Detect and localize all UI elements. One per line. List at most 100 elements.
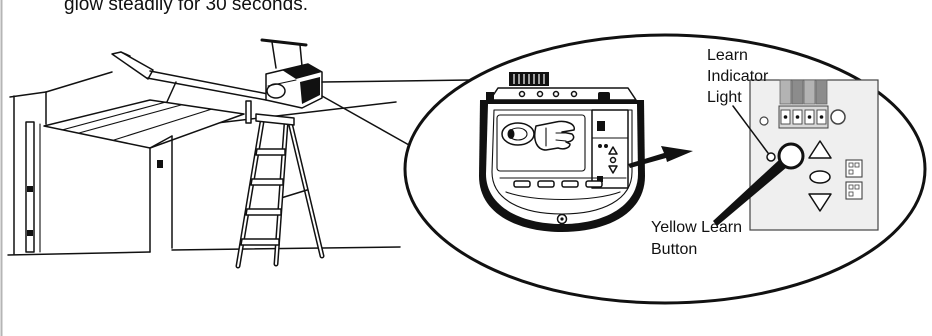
hand-finger-lines [545, 127, 567, 147]
ladder-step [250, 178, 284, 186]
control-panel-small [591, 109, 629, 189]
screw-hole [570, 90, 578, 98]
screw-hole [518, 90, 526, 98]
housing-side [300, 77, 320, 104]
vent-ridge [509, 72, 549, 86]
right-door-jamb [149, 135, 173, 253]
housing-seam [267, 79, 297, 87]
jamb-top [149, 135, 173, 149]
ladder-top-cap [255, 113, 295, 126]
pointing-hand-icon [534, 120, 575, 151]
right-arrow-icon [628, 146, 693, 168]
terminal-dot [807, 115, 812, 119]
bottom-tab [537, 180, 555, 188]
door-panel-joint [61, 101, 167, 131]
mount-strap [271, 41, 277, 69]
door-arm [165, 81, 177, 105]
learn-indicator-light-label: Learn Indicator Light [707, 47, 769, 154]
terminal-divider [815, 79, 828, 105]
yellow-learn-button-label: Yellow Learn Button [651, 160, 787, 258]
label-line: Learn [707, 47, 748, 64]
terminal-divider [803, 79, 816, 105]
stepladder [235, 113, 325, 269]
ladder-step [240, 238, 280, 246]
small-down-triangle-icon [608, 165, 618, 174]
light-bay [496, 114, 586, 172]
label-line: Yellow Learn [651, 219, 742, 236]
terminal-strip [778, 105, 829, 129]
learn-button-panel [749, 79, 879, 231]
panel-chip [597, 121, 605, 131]
terminal-dot [819, 115, 824, 119]
bracket-lip [120, 51, 131, 57]
instruction-text: glow steadily for 30 seconds. [64, 0, 308, 15]
panel-connector [597, 176, 603, 182]
connector-pin [854, 184, 860, 190]
indicator-leader-line [732, 105, 769, 154]
small-learn-button [609, 156, 617, 164]
rail-bottom-edge [146, 77, 267, 101]
floor-line-right [171, 246, 401, 251]
release-handle [245, 100, 252, 124]
small-up-triangle-icon [608, 146, 618, 155]
door-panels [43, 99, 245, 149]
connector-pin [848, 169, 854, 175]
top-tab-left [486, 92, 494, 102]
connector-lower [845, 181, 863, 200]
label-line: Button [651, 241, 697, 258]
terminal-divider [779, 79, 792, 105]
button-leader-wedge [713, 160, 787, 226]
header-bracket [111, 51, 154, 80]
bottom-tab [585, 180, 603, 188]
down-triangle-icon [808, 193, 832, 212]
housing-bottom-row [499, 177, 627, 225]
left-door-frame [7, 91, 151, 256]
callout-line-upper [321, 79, 471, 83]
terminal-dot [783, 115, 788, 119]
ladder-spreader [280, 189, 308, 199]
ceiling-mount [260, 38, 308, 47]
top-tab-right [598, 92, 610, 101]
mount-strap [299, 44, 303, 67]
track-bracket [27, 230, 33, 236]
callout-line-lower [321, 95, 410, 146]
yellow-learn-button [777, 142, 805, 170]
terminal-block [778, 79, 829, 129]
panel-led [598, 144, 602, 148]
socket-contact [507, 129, 515, 139]
ladder-step [255, 148, 286, 156]
track-bracket [27, 186, 33, 192]
light-socket [501, 122, 535, 146]
opener-rail [146, 70, 269, 105]
floor-line [7, 251, 151, 256]
learn-indicator-light [766, 152, 776, 162]
connector-pin [848, 191, 854, 197]
connector-housing [845, 181, 863, 200]
ridge-lines [513, 74, 545, 84]
connector-housing [845, 159, 863, 178]
ceiling-lines [45, 71, 401, 251]
door-header [9, 91, 47, 98]
ceiling-edge [45, 71, 113, 93]
mounting-hole-small [759, 116, 769, 126]
label-line: Light [707, 89, 742, 106]
ladder-step [245, 208, 282, 216]
garage-door-open [43, 99, 245, 149]
opener-underside-view [479, 72, 645, 232]
label-line: Indicator [707, 68, 769, 85]
light-compartment [496, 114, 586, 172]
screw-hole [536, 90, 544, 98]
bottom-tab [513, 180, 531, 188]
panel-led [604, 144, 608, 148]
screw-hole [552, 90, 560, 98]
oval-button [809, 170, 831, 184]
jamb-bracket [157, 160, 163, 168]
terminal-dot [795, 115, 800, 119]
bottom-curve [505, 191, 621, 200]
connector-upper [845, 159, 863, 178]
up-triangle-icon [808, 140, 832, 159]
opener-motor-unit [260, 38, 323, 109]
door-panel-joint [78, 104, 182, 134]
